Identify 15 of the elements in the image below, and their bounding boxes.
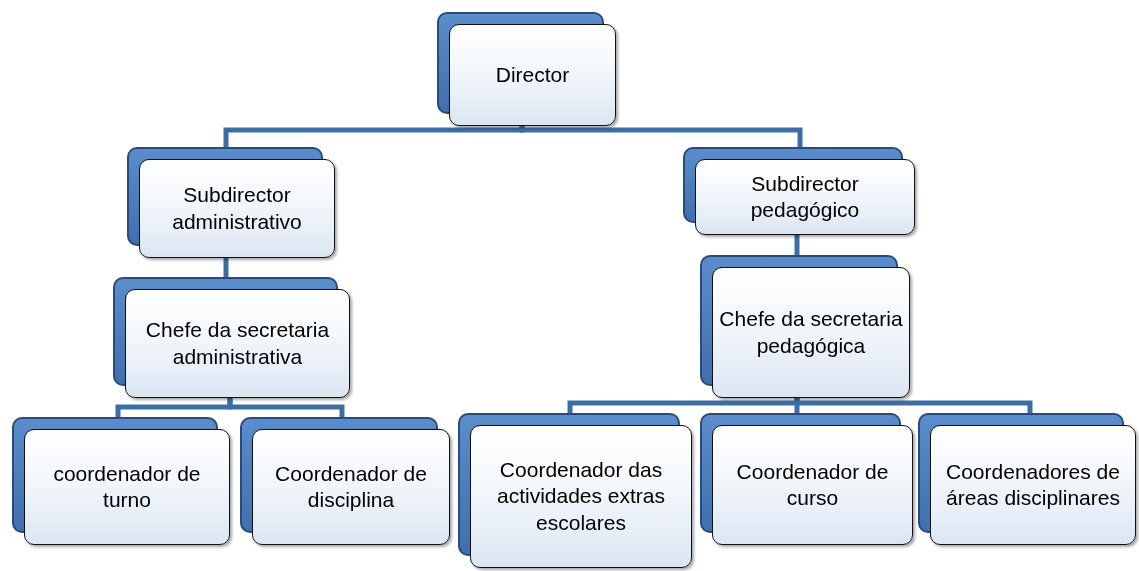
node-label: Coordenador de curso [735,458,890,511]
connector-line [794,235,800,255]
node-label: Chefe da secretaria administrativa [144,317,331,370]
node-label: Coordenador das actividades extras escolares [495,457,667,536]
connector-line [227,398,345,417]
connector-line [519,126,803,147]
node-label: Coordenador de disciplina [274,460,428,513]
node-label: Subdirector administrativo [171,182,303,235]
node-label: coordenador de turno [52,460,202,513]
node-label: Coordenadores de áreas disciplinares [945,458,1121,511]
connector-line [794,398,1033,413]
node-label: Subdirector pedagógico [749,170,861,223]
connector-line [223,258,229,277]
node-label: Director [495,61,570,88]
node-label: Chefe da secretaria pedagógica [719,306,903,359]
